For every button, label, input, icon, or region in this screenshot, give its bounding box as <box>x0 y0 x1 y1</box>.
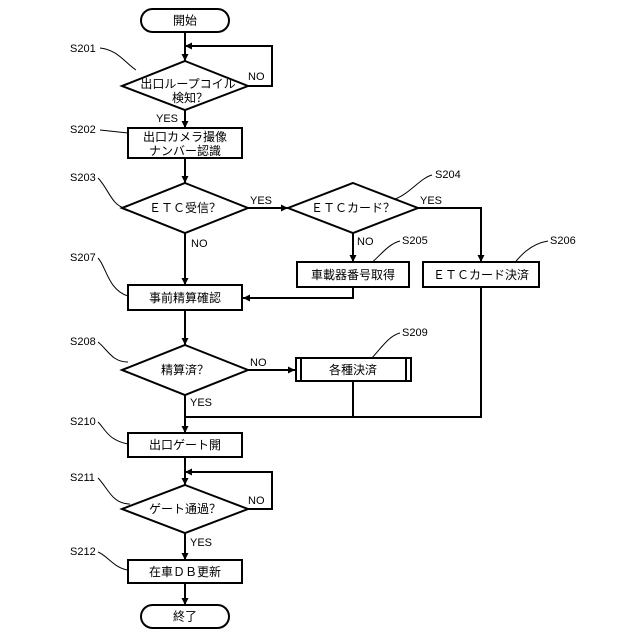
step-label-s203: S203 <box>70 172 96 184</box>
node-s202: 出口カメラ撮像 ナンバー認識 <box>128 128 242 158</box>
node-s209-text: 各種決済 <box>329 362 377 377</box>
branch-s204-no: NO <box>357 236 374 248</box>
step-label-s204: S204 <box>435 169 461 181</box>
node-s204-text: ＥＴＣカード？ <box>311 201 395 215</box>
node-s209: 各種決済 <box>296 358 411 381</box>
node-start: 開始 <box>141 9 229 32</box>
node-s202-line2: ナンバー認識 <box>149 143 221 158</box>
node-s206-text: ＥＴＣカード決済 <box>433 267 529 282</box>
node-s207: 事前精算確認 <box>128 285 242 310</box>
step-label-s211: S211 <box>70 472 95 484</box>
node-s210-text: 出口ゲート開 <box>149 438 221 452</box>
branch-s201-no: NO <box>248 71 265 83</box>
branch-s211-no: NO <box>248 495 265 507</box>
branch-s204-yes: YES <box>420 195 442 207</box>
node-s210: 出口ゲート開 <box>128 433 242 457</box>
connectors <box>185 32 481 605</box>
step-label-s209: S209 <box>402 327 428 339</box>
node-end: 終了 <box>141 605 229 628</box>
step-label-s206: S206 <box>550 235 576 247</box>
node-start-text: 開始 <box>173 14 197 28</box>
branch-s208-yes: YES <box>190 397 212 409</box>
node-s201: 出口ループコイル 検知？ <box>122 61 248 110</box>
node-s203: ＥＴＣ受信？ <box>122 183 248 233</box>
node-s202-line1: 出口カメラ撮像 <box>143 130 227 144</box>
node-s204: ＥＴＣカード？ <box>288 183 418 233</box>
node-s201-line1: 出口ループコイル <box>140 77 235 91</box>
node-end-text: 終了 <box>173 609 197 624</box>
node-s212-text: 在車ＤＢ更新 <box>149 564 221 579</box>
node-s203-text: ＥＴＣ受信？ <box>149 201 221 215</box>
node-s205: 車載器番号取得 <box>297 262 409 287</box>
step-label-s208: S208 <box>70 336 96 348</box>
node-s212: 在車ＤＢ更新 <box>128 560 242 583</box>
branch-s203-no: NO <box>191 238 208 250</box>
branch-s203-yes: YES <box>250 195 272 207</box>
branch-s208-no: NO <box>250 357 267 369</box>
node-s211-text: ゲート通過？ <box>149 502 221 516</box>
step-label-s210: S210 <box>70 416 96 428</box>
node-s206: ＥＴＣカード決済 <box>423 262 539 287</box>
node-s208-text: 精算済？ <box>161 362 209 377</box>
branch-s211-yes: YES <box>190 537 212 549</box>
node-s207-text: 事前精算確認 <box>149 290 221 305</box>
branch-s201-yes: YES <box>156 113 178 125</box>
node-s208: 精算済？ <box>122 345 248 395</box>
node-s211: ゲート通過？ <box>122 485 248 533</box>
node-s201-line2: 検知？ <box>172 91 208 105</box>
step-label-s212: S212 <box>70 546 96 558</box>
step-label-s202: S202 <box>70 124 96 136</box>
node-s205-text: 車載器番号取得 <box>311 267 395 282</box>
step-label-s207: S207 <box>70 252 96 264</box>
step-label-s201: S201 <box>70 43 96 55</box>
step-label-s205: S205 <box>402 235 428 247</box>
